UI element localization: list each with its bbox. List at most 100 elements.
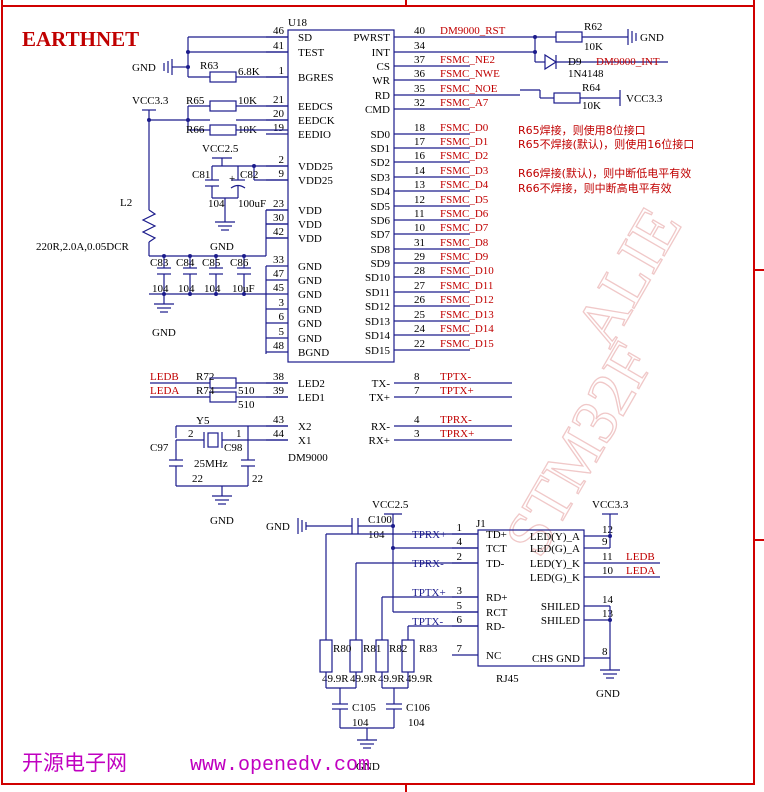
- j1-ref: J1: [476, 518, 486, 530]
- c86-ref: C86: [230, 257, 249, 269]
- u18-pin-number: 48: [273, 340, 285, 352]
- r82-ref: R82: [389, 643, 407, 655]
- u18-pin-name: RX+: [369, 435, 390, 447]
- u18-pin-number: 16: [414, 150, 426, 162]
- u18-pin-number: 6: [279, 311, 285, 323]
- u18-pin-name: GND: [298, 289, 322, 301]
- u18-pin-name: SD11: [365, 287, 390, 299]
- u18-pin-name: SD7: [370, 229, 390, 241]
- ledb-net: LEDB: [150, 371, 179, 383]
- gnd-label-vdd: GND: [210, 241, 234, 253]
- u18-pin-name: VDD: [298, 219, 322, 231]
- j1-pin-name: NC: [486, 650, 501, 662]
- u18-net-label: FSMC_A7: [440, 97, 489, 109]
- note-r66-nosolder: R66不焊接，则中断高电平有效: [518, 181, 672, 195]
- r80-resistor: [319, 639, 333, 673]
- c100-ref: C100: [368, 514, 392, 526]
- leda-net: LEDA: [150, 385, 179, 397]
- u18-net-label: FSMC_D3: [440, 165, 489, 177]
- j1-pin-number: 6: [457, 614, 463, 626]
- d9-ref: D9: [568, 56, 582, 68]
- u18-pin-number: 8: [414, 371, 420, 383]
- j1-pin-name: LED(G)_A: [530, 543, 580, 555]
- c81-ref: C81: [192, 169, 210, 181]
- r72-ref: R72: [196, 371, 214, 383]
- u18-pin-name: SD4: [370, 186, 390, 198]
- r63-val: 6.8K: [238, 66, 260, 78]
- c82-val: 100uF: [238, 198, 266, 210]
- u18-pin-number: 44: [273, 428, 285, 440]
- j1-pin-name: LED(Y)_K: [530, 558, 580, 570]
- u18-pin-number: 1: [279, 65, 285, 77]
- j1-pin-name: RCT: [486, 607, 508, 619]
- gnd-label-r62: GND: [640, 32, 664, 44]
- junction-dot: [162, 254, 166, 258]
- u18-pin-number: 34: [414, 40, 426, 52]
- r83-ref: R83: [419, 643, 438, 655]
- r62-ref: R62: [584, 21, 602, 33]
- j1-pin-number: 7: [457, 643, 463, 655]
- j1-net-label: LEDA: [626, 565, 655, 577]
- u18-pin-name: EEDCS: [298, 101, 333, 113]
- gnd-label-term: GND: [356, 761, 380, 773]
- j1-pin-name: LED(Y)_A: [530, 531, 580, 543]
- c97-val: 22: [192, 473, 203, 485]
- u18-net-label: FSMC_D15: [440, 338, 494, 350]
- u18-pin-name: SD13: [365, 316, 391, 328]
- termination-network: VCC2.5 GND C100 104 TPRX+ TPRX- TPTX+ TP…: [266, 499, 478, 773]
- u18-pin-name: SD: [298, 32, 312, 44]
- u18-net-label: TPTX-: [440, 371, 472, 383]
- u18-pin-number: 10: [414, 222, 426, 234]
- c86-val: 10uF: [232, 283, 255, 295]
- net-tptx-minus-j1: TPTX-: [412, 616, 444, 628]
- u18-pin-number: 45: [273, 282, 285, 294]
- r65-ref: R65: [186, 95, 205, 107]
- u18-pin-name: EEDIO: [298, 129, 331, 141]
- u18-pin-name: VDD: [298, 205, 322, 217]
- note-r65-nosolder: R65不焊接(默认)，则使用16位接口: [518, 137, 694, 151]
- r81-resistor: [349, 639, 363, 673]
- u18-net-label: FSMC_D4: [440, 179, 489, 191]
- y5-crystal-icon: [207, 432, 219, 448]
- j1-body: [477, 529, 585, 667]
- c83-val: 104: [152, 283, 169, 295]
- net-tprx-minus-j1: TPRX-: [412, 558, 444, 570]
- u18-pin-name: SD10: [365, 272, 391, 284]
- u18-dm9000-chip: U18 DM9000 46SD41TEST1BGRES21EEDCS20EEDC…: [266, 17, 520, 464]
- u18-net-label: FSMC_D13: [440, 309, 494, 321]
- eeprom-strap-circuit: VCC3.3 R65 10K R66 10K: [132, 95, 288, 210]
- u18-pin-name: INT: [372, 47, 391, 59]
- r64-val: 10K: [582, 100, 601, 112]
- j1-part: RJ45: [496, 673, 519, 685]
- u18-pin-name: CS: [377, 61, 390, 73]
- u18-pin-number: 23: [273, 198, 285, 210]
- junction-dot: [214, 254, 218, 258]
- c105-val: 104: [352, 717, 369, 729]
- watermark: ALIE STM32F: [490, 195, 696, 568]
- d9-val: 1N4148: [568, 68, 604, 80]
- crystal-circuit: Y5 2 1 25MHz C97 C98 22 22 GND: [150, 415, 288, 527]
- y5-pin2: 2: [188, 428, 194, 440]
- u18-pin-name: BGRES: [298, 72, 333, 84]
- u18-pin-number: 32: [414, 97, 425, 109]
- r63-ref: R63: [200, 60, 219, 72]
- c82-ref: C82: [240, 169, 258, 181]
- config-notes: R65焊接，则使用8位接口 R65不焊接(默认)，则使用16位接口 R66焊接(…: [518, 123, 694, 195]
- u18-pin-name: X2: [298, 421, 311, 433]
- net-tptx-plus-j1: TPTX+: [412, 587, 446, 599]
- u18-pin-number: 13: [414, 179, 426, 191]
- j1-pin-number: 9: [602, 536, 608, 548]
- u18-pin-name: X1: [298, 435, 311, 447]
- r66-resistor: [209, 124, 237, 136]
- dm9000-int-net: DM9000_INT: [596, 56, 660, 68]
- u18-net-label: FSMC_D0: [440, 122, 489, 134]
- j1-pin-name: RD+: [486, 592, 507, 604]
- u18-pin-name: GND: [298, 261, 322, 273]
- u18-pin-name: RX-: [371, 421, 390, 433]
- u18-net-label: TPRX+: [440, 428, 474, 440]
- u18-net-label: FSMC_D10: [440, 265, 494, 277]
- u18-pin-name: WR: [372, 75, 390, 87]
- u18-net-label: FSMC_D2: [440, 150, 488, 162]
- vcc33-label-j1: VCC3.3: [592, 499, 629, 511]
- u18-pin-number: 30: [273, 212, 285, 224]
